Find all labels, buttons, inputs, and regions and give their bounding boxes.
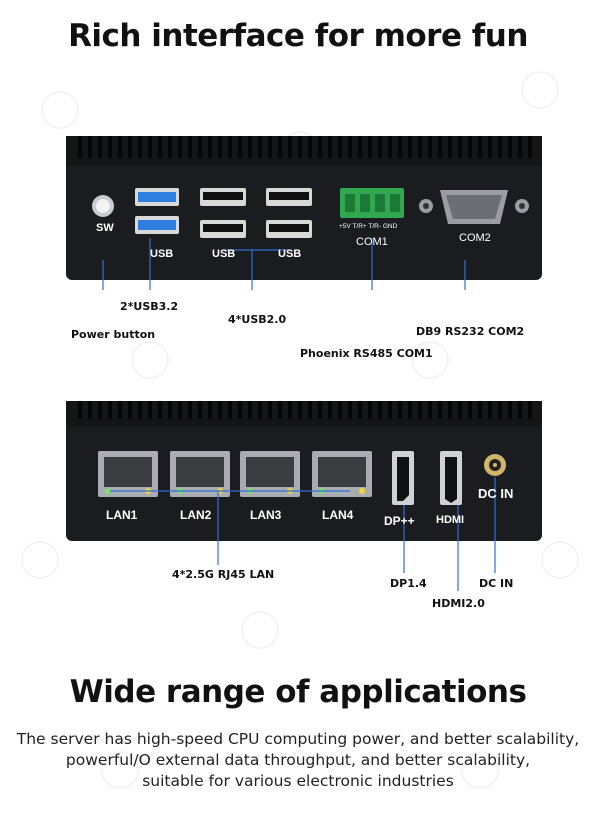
db9-callout: DB9 RS232 COM2 bbox=[416, 325, 525, 338]
displayport-icon bbox=[392, 451, 414, 505]
usb-label-1: USB bbox=[150, 248, 174, 260]
dp14-callout: DP1.4 bbox=[390, 577, 427, 590]
usb32-callout: 2*USB3.2 bbox=[120, 300, 179, 313]
phoenix-callout: Phoenix RS485 COM1 bbox=[300, 347, 433, 360]
usb20-callout: 4*USB2.0 bbox=[228, 313, 287, 326]
rj45-callout: 4*2.5G RJ45 LAN bbox=[172, 568, 275, 581]
usb-label-2: USB bbox=[212, 248, 236, 260]
lan3-label: LAN3 bbox=[250, 508, 282, 522]
com1-pins-label: +5V T/R+ T/R- GND bbox=[339, 223, 398, 230]
usb3-port-icon bbox=[135, 188, 179, 234]
dc-in-jack-icon bbox=[484, 454, 506, 476]
top-title: Rich interface for more fun bbox=[68, 18, 528, 54]
description-line-1: The server has high-speed CPU computing … bbox=[16, 730, 580, 748]
dcin-label: DC IN bbox=[478, 486, 514, 501]
sw-label: SW bbox=[96, 222, 114, 234]
lan1-label: LAN1 bbox=[106, 508, 138, 522]
com2-label: COM2 bbox=[459, 232, 491, 244]
usb-label-3: USB bbox=[278, 248, 302, 260]
device-rear-panel bbox=[66, 401, 542, 591]
lan2-label: LAN2 bbox=[180, 508, 212, 522]
power-button-callout: Power button bbox=[71, 328, 156, 341]
lan4-label: LAN4 bbox=[322, 508, 354, 522]
db9-port-icon bbox=[419, 190, 529, 224]
usb2-port-icon bbox=[200, 188, 312, 238]
hdmi20-callout: HDMI2.0 bbox=[432, 597, 485, 610]
hdmi-label: HDMI bbox=[436, 514, 465, 526]
device-front-panel bbox=[66, 136, 542, 290]
dcin-callout: DC IN bbox=[479, 577, 514, 590]
rj45-port-icon bbox=[98, 451, 372, 497]
bottom-title: Wide range of applications bbox=[69, 674, 527, 710]
power-button-icon bbox=[92, 195, 114, 217]
hdmi-port-icon bbox=[440, 451, 462, 505]
phoenix-connector-icon bbox=[340, 188, 404, 218]
dp-label: DP++ bbox=[384, 514, 415, 528]
description-line-2: powerful/O external data throughput, and… bbox=[65, 751, 531, 769]
description-line-3: suitable for various electronic industri… bbox=[142, 772, 454, 790]
com1-label: COM1 bbox=[356, 236, 388, 248]
